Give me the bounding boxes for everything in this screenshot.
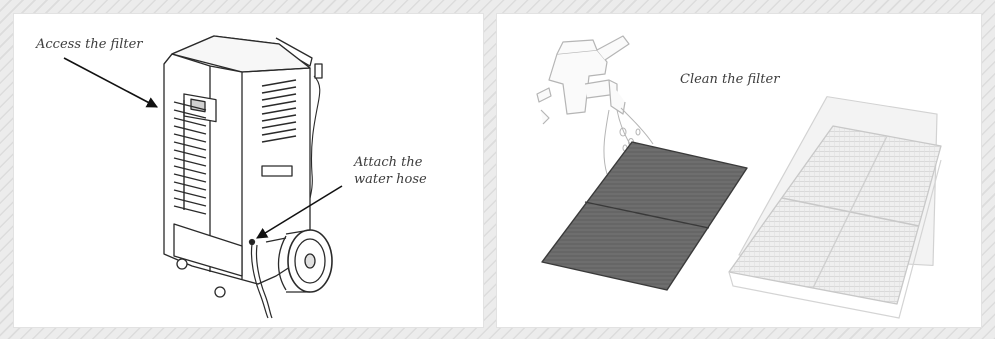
dehumidifier-body <box>163 35 311 285</box>
clean-filter-label: Clean the filter <box>680 72 780 87</box>
attach-hose-label-line1: Attach the <box>354 155 423 170</box>
dehumidifier-illustration <box>63 35 343 319</box>
front-grille <box>173 100 207 215</box>
clean-filter <box>728 96 942 319</box>
attach-hose-label: Attach the water hose <box>354 154 427 188</box>
wheel <box>277 229 333 293</box>
access-filter-arrow <box>63 57 158 108</box>
side-grille <box>261 79 297 143</box>
attach-hose-label-line2: water hose <box>354 172 427 187</box>
filter-cleaning-illustration <box>536 35 942 319</box>
attach-hose-arrow <box>256 185 343 239</box>
access-filter-label: Access the filter <box>36 37 143 52</box>
dehumidifier-panel: Access the filter Attach the water hose <box>14 14 483 327</box>
faucet-icon <box>536 35 630 125</box>
wet-filter <box>541 141 748 291</box>
filter-cleaning-panel: Clean the filter <box>497 14 981 327</box>
